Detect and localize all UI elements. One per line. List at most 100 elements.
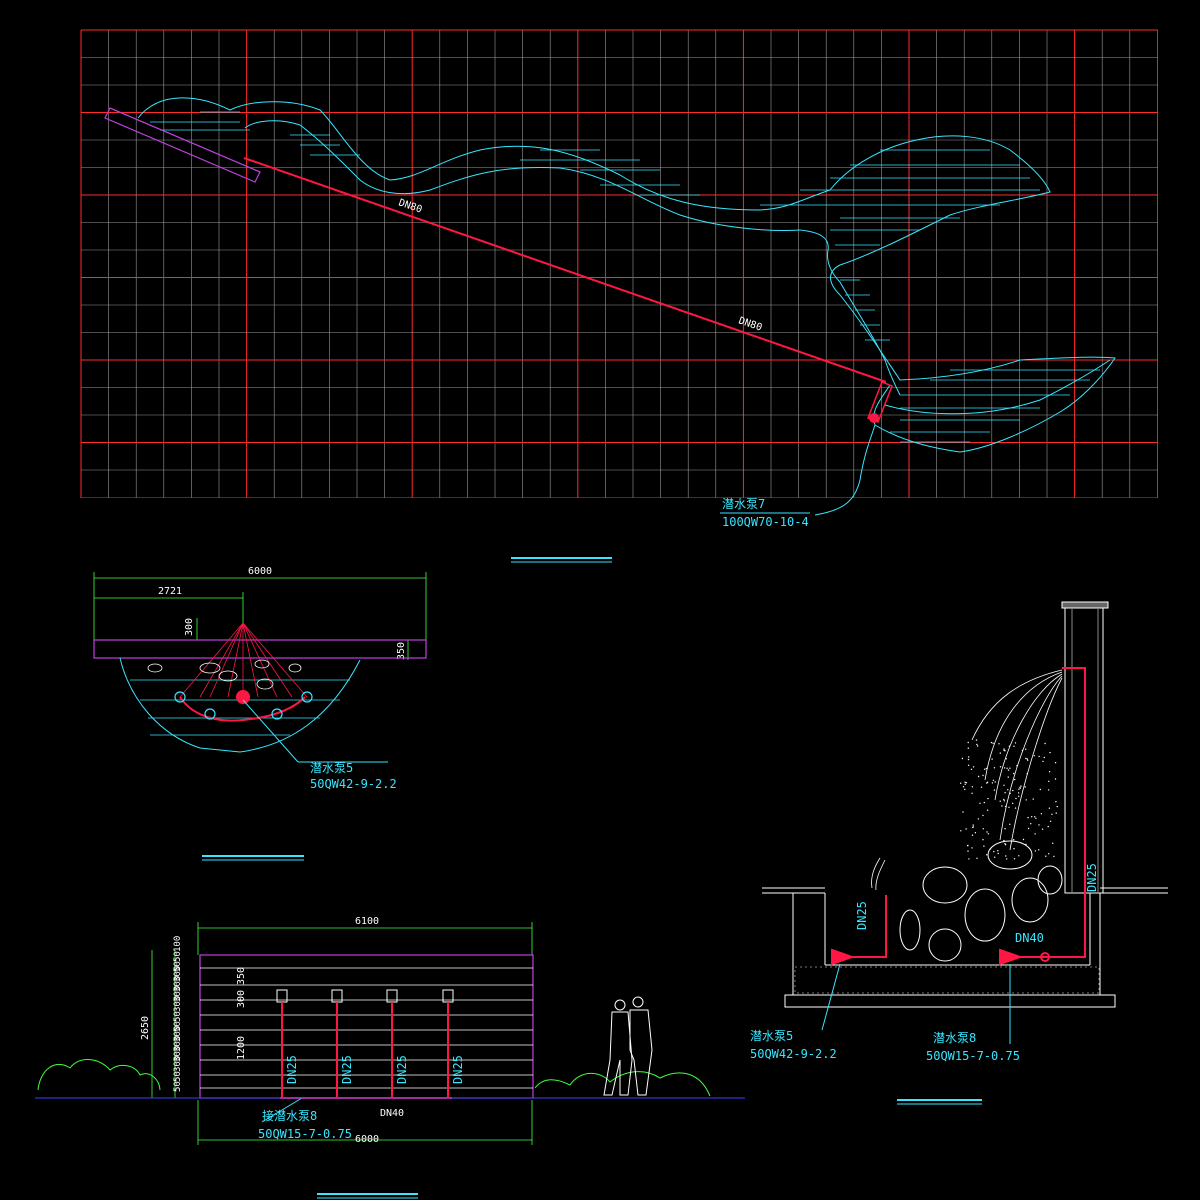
spray-dot [977, 818, 980, 820]
spray-dot [998, 743, 1000, 745]
section-left-dim-wall: 350 [396, 642, 407, 660]
spray-dot [960, 830, 962, 832]
spray-dot [1032, 798, 1034, 800]
spray-dot [1056, 805, 1059, 808]
spray-dot [1012, 789, 1014, 792]
spray-dot [1001, 805, 1003, 807]
spray-dot [1009, 823, 1011, 825]
elevation-wall-courses [200, 967, 533, 1089]
spray-dot [1017, 792, 1020, 794]
spray-dot [1027, 759, 1029, 761]
section-left-pool [119, 657, 361, 753]
section-left-pump-name: 潜水泵5 [310, 761, 353, 775]
spray-dot [971, 792, 973, 794]
section-right-structure [762, 601, 1168, 1008]
spray-dot [967, 764, 970, 766]
spray-dot [961, 757, 964, 760]
elevation-row-dim: 300 [173, 996, 183, 1012]
spray-dot [999, 766, 1002, 768]
section-right-cascade [871, 669, 1063, 891]
section-left-dim-offset: 2721 [158, 586, 182, 597]
spray-dot [971, 847, 973, 849]
fan-spray-line [179, 622, 244, 698]
spray-dot [967, 850, 969, 852]
elevation-pipe-main: DN40 [380, 1108, 404, 1119]
spray-dot [1008, 745, 1011, 747]
plan-grid [80, 29, 1158, 498]
spray-dot [992, 779, 995, 781]
spray-dot [989, 848, 992, 850]
spray-dot [982, 828, 984, 830]
spray-dot [964, 788, 966, 791]
spray-dot [977, 775, 980, 778]
spray-dot [986, 854, 988, 856]
elevation-dim-inner2: 300 [236, 990, 247, 1008]
fan-spray-line [227, 622, 244, 698]
elevation-human-figures [603, 996, 653, 1096]
spray-dot [986, 831, 988, 833]
elevation-row-dim: 50 [173, 961, 183, 972]
spray-dot [976, 743, 978, 746]
section-left-wall [93, 639, 427, 659]
elevation-pump-model: 50QW15-7-0.75 [258, 1127, 352, 1141]
spray-dot [1015, 797, 1017, 800]
spray-dot [1020, 785, 1022, 787]
spray-dot [1038, 824, 1040, 826]
spray-dot [1018, 855, 1020, 857]
spray-dot [1047, 789, 1050, 791]
elevation-shrub-left [37, 1059, 161, 1091]
elevation-dim-top: 6100 [355, 916, 379, 927]
section-left-pool-hatch [130, 679, 350, 736]
spray-dot [1053, 855, 1055, 858]
spray-dot [982, 774, 984, 777]
spray-dot [1044, 742, 1046, 745]
spray-dot [993, 789, 996, 791]
section-left-pipe-arc [179, 696, 306, 722]
elevation-row-dim: 300 [173, 1056, 183, 1072]
spray-dot [1045, 855, 1047, 857]
section-right-pump5-model: 50QW42-9-2.2 [750, 1047, 837, 1061]
section-right-spray-dots [960, 739, 1059, 860]
spray-dot [982, 839, 984, 841]
spray-dot [992, 742, 994, 744]
plan-pump-name: 潜水泵7 [722, 497, 765, 511]
spray-dot [997, 852, 999, 855]
spray-dot [1007, 769, 1010, 771]
spray-dot [991, 782, 994, 784]
section-right-pump5-leader [821, 963, 841, 1031]
spray-dot [986, 809, 989, 811]
spray-dot [1026, 758, 1028, 760]
spray-dot [1006, 767, 1008, 769]
spray-dot [983, 845, 985, 847]
spray-dot [1052, 842, 1054, 844]
spray-dot [1009, 792, 1011, 794]
spray-dot [1048, 771, 1051, 773]
spray-dot [1004, 792, 1006, 794]
spray-dot [964, 783, 966, 785]
spray-dot [1013, 858, 1016, 860]
spray-dot [1041, 828, 1044, 830]
spray-dot [1043, 756, 1046, 759]
section-right-rocks [899, 840, 1063, 962]
spray-dot [962, 786, 965, 788]
elevation-pipe-label: DN25 [395, 1055, 409, 1084]
elevation-dim-height: 2650 [140, 1016, 151, 1040]
spray-dot [1004, 843, 1006, 845]
fan-spray-line [242, 622, 259, 698]
section-left-nozzles [174, 691, 313, 720]
section-right-base-hatch [794, 966, 1100, 994]
spray-dot [1033, 755, 1036, 757]
spray-dot [970, 768, 973, 770]
spray-dot [1004, 828, 1006, 830]
spray-dot [1003, 767, 1006, 769]
spray-dot [1013, 848, 1015, 850]
spray-dot [967, 747, 969, 749]
spray-dot [1025, 757, 1027, 760]
spray-dot [1013, 839, 1015, 841]
spray-dot [994, 856, 996, 858]
spray-dot [993, 850, 995, 853]
spray-dot [972, 824, 974, 826]
section-left-fan-spray [179, 622, 308, 698]
spray-dot [999, 800, 1001, 802]
